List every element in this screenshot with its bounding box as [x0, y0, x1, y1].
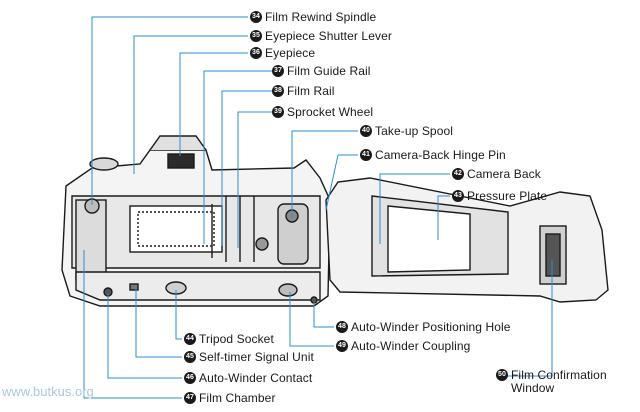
- callout-number: 41: [360, 149, 372, 161]
- callout-39: 39 Sprocket Wheel: [272, 105, 373, 119]
- callout-40: 40 Take-up Spool: [360, 124, 453, 138]
- callout-number: 39: [272, 106, 284, 118]
- callout-number: 42: [452, 168, 464, 180]
- leader-45: [135, 287, 182, 358]
- callout-number: 49: [336, 340, 348, 352]
- callout-34: 34 Film Rewind Spindle: [250, 10, 376, 24]
- callout-37: 37 Film Guide Rail: [272, 64, 371, 78]
- callout-45: 45 Self-timer Signal Unit: [184, 350, 314, 364]
- callout-label: Take-up Spool: [375, 124, 454, 138]
- callout-label: Film Rail: [287, 84, 335, 98]
- callout-number: 48: [336, 321, 348, 333]
- callout-number: 50: [496, 369, 508, 381]
- callout-42: 42 Camera Back: [452, 167, 541, 181]
- callout-label: Film Guide Rail: [287, 64, 371, 78]
- leader-49: [289, 292, 334, 347]
- callout-number: 43: [452, 190, 464, 202]
- callout-label: Eyepiece Shutter Lever: [265, 29, 392, 43]
- callout-36: 36 Eyepiece: [250, 46, 315, 60]
- leader-40: [291, 130, 358, 218]
- callout-35: 35 Eyepiece Shutter Lever: [250, 29, 392, 43]
- leader-41: [325, 154, 358, 211]
- leader-34: [91, 16, 248, 205]
- callout-label: Self-timer Signal Unit: [199, 350, 314, 364]
- callout-label: Tripod Socket: [199, 332, 274, 346]
- leader-43: [437, 195, 450, 240]
- callout-number: 36: [250, 47, 262, 59]
- leader-50: [496, 260, 553, 377]
- callout-46: 46 Auto-Winder Contact: [184, 371, 312, 385]
- callout-label: Auto-Winder Contact: [199, 371, 313, 385]
- camera-back-door: [325, 177, 609, 303]
- callout-label: Camera-Back Hinge Pin: [375, 148, 506, 162]
- callout-number: 37: [272, 65, 284, 77]
- leader-48: [313, 302, 334, 328]
- callout-48: 48 Auto-Winder Positioning Hole: [336, 320, 511, 334]
- leader-39: [237, 111, 272, 248]
- callout-41: 41 Camera-Back Hinge Pin: [360, 148, 506, 162]
- leader-46: [107, 294, 182, 379]
- callout-number: 38: [272, 85, 284, 97]
- callout-label: Auto-Winder Coupling: [351, 339, 471, 353]
- callout-label: Camera Back: [467, 167, 541, 181]
- callout-number: 40: [360, 125, 372, 137]
- callout-label: Auto-Winder Positioning Hole: [351, 320, 511, 334]
- callout-number: 35: [250, 30, 262, 42]
- leader-38: [221, 90, 272, 246]
- callout-number: 46: [184, 372, 196, 384]
- callout-number: 47: [184, 392, 196, 404]
- callout-label: Sprocket Wheel: [287, 105, 374, 119]
- callout-49: 49 Auto-Winder Coupling: [336, 339, 470, 353]
- callout-38: 38 Film Rail: [272, 84, 335, 98]
- callout-label: Film Rewind Spindle: [265, 10, 377, 24]
- callout-number: 34: [250, 11, 262, 23]
- camera-body: [61, 135, 331, 307]
- callout-label: Eyepiece: [265, 46, 316, 60]
- callout-50: 50 Film Confirmation Window: [496, 369, 621, 395]
- callout-43: 43 Pressure Plate: [452, 189, 547, 203]
- callout-label: Pressure Plate: [467, 189, 548, 203]
- callout-number: 44: [184, 333, 196, 345]
- leader-35: [133, 35, 248, 174]
- callout-44: 44 Tripod Socket: [184, 332, 274, 346]
- watermark-text: www.butkus.org: [2, 384, 94, 399]
- leader-42: [379, 173, 450, 244]
- leader-37: [203, 70, 272, 244]
- callout-47: 47 Film Chamber: [184, 391, 276, 405]
- leader-lines: [83, 16, 553, 399]
- leader-44: [175, 290, 182, 340]
- callout-label: Film Confirmation Window: [511, 368, 607, 395]
- callout-number: 45: [184, 351, 196, 363]
- leader-36: [179, 52, 248, 156]
- callout-label: Film Chamber: [199, 391, 276, 405]
- leader-47: [83, 250, 182, 399]
